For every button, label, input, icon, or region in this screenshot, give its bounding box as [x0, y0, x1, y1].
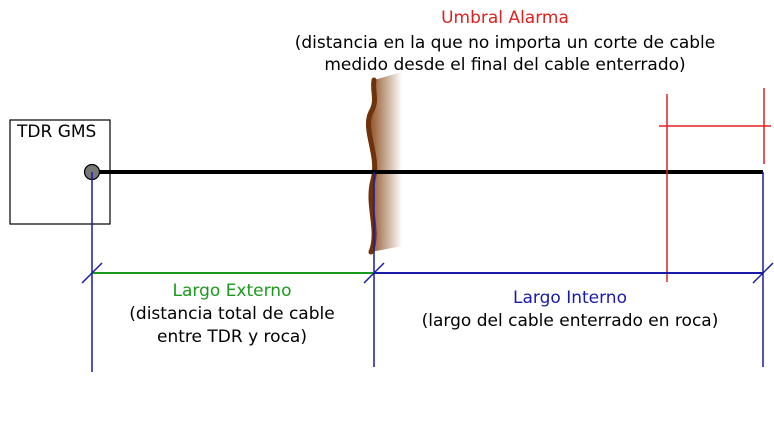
threshold-description-line2: medido desde el final del cable enterrad… [324, 55, 686, 75]
internal-end-tick [752, 262, 774, 284]
threshold-description-line1: (distancia en la que no importa un corte… [294, 33, 716, 53]
rock-shade [368, 72, 402, 252]
external-length-title: Largo Externo [172, 281, 292, 301]
rock-edge [365, 77, 378, 255]
external-length-description-line1: (distancia total de cable [129, 304, 335, 324]
tdr-device-label: TDR GMS [17, 122, 97, 142]
external-length-description-line2: entre TDR y roca) [157, 327, 307, 347]
internal-length-title: Largo Interno [513, 288, 627, 308]
threshold-title: Umbral Alarma [441, 8, 569, 28]
external-start-tick [81, 262, 103, 284]
internal-length-description-line1: (largo del cable enterrado en roca) [421, 311, 719, 331]
rock-tick [363, 262, 385, 284]
